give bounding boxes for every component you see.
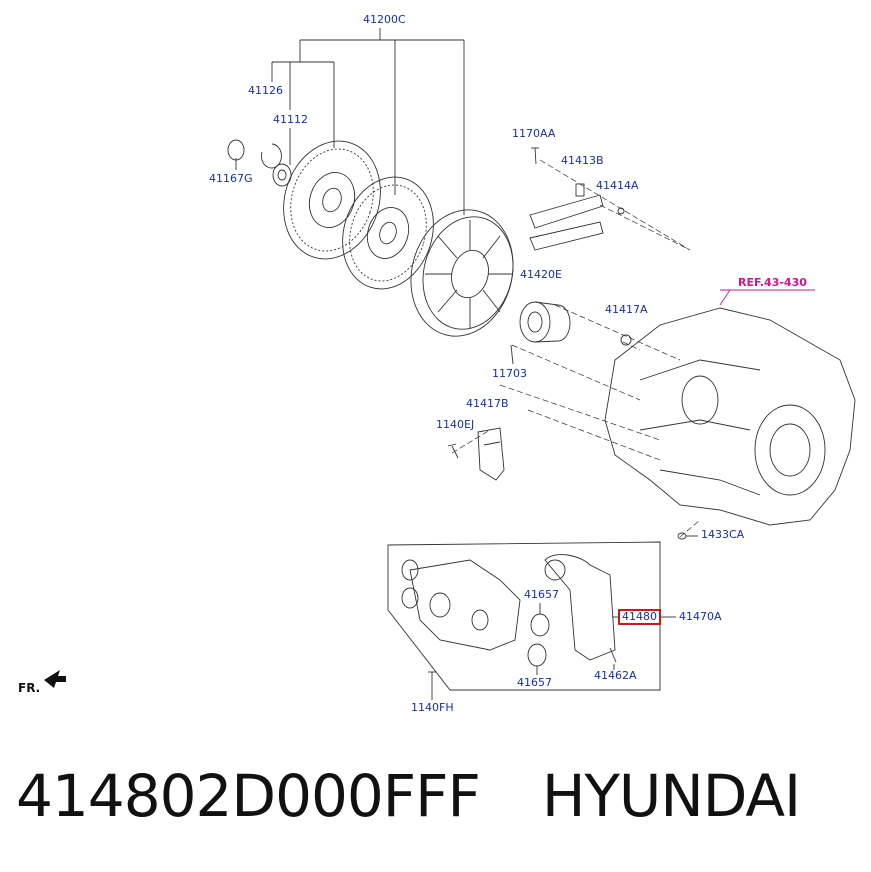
callout-41126: 41126 xyxy=(248,84,283,97)
callout-41657-lower: 41657 xyxy=(517,676,552,689)
hub-41112 xyxy=(272,163,292,187)
callout-1170AA: 1170AA xyxy=(512,127,556,140)
o-ring-41657-upper xyxy=(530,613,550,637)
callout-41420E: 41420E xyxy=(520,268,562,281)
clutch-disc-2 xyxy=(342,176,434,290)
actuator-41470A xyxy=(401,554,616,661)
callout-41413B: 41413B xyxy=(561,154,604,167)
part-caption: 414802D000FFF HYUNDAI xyxy=(16,762,801,830)
callout-1140FH: 1140FH xyxy=(411,701,454,714)
callout-41657-upper: 41657 xyxy=(524,588,559,601)
callout-41417A: 41417A xyxy=(605,303,648,316)
callout-41480-highlighted: 41480 xyxy=(618,609,661,625)
subassembly-frame xyxy=(387,541,661,691)
callout-41462A: 41462A xyxy=(594,669,637,682)
leader-41200C xyxy=(235,28,465,215)
callout-41417B: 41417B xyxy=(466,397,509,410)
release-fork-41413B xyxy=(529,183,604,251)
brand-name: HYUNDAI xyxy=(541,762,801,830)
front-arrow-icon xyxy=(44,670,66,688)
release-bearing-41420E xyxy=(519,301,571,343)
callout-41200C: 41200C xyxy=(363,13,406,26)
callout-41470A: 41470A xyxy=(679,610,722,623)
part-number: 414802D000FFF xyxy=(16,762,481,830)
pressure-plate xyxy=(410,209,514,337)
callout-1433CA: 1433CA xyxy=(701,528,745,541)
bracket-41417B xyxy=(477,427,505,481)
callout-ref-43-430: REF.43-430 xyxy=(738,276,807,289)
snap-ring-41167G xyxy=(227,139,245,161)
front-direction-label: FR. xyxy=(18,681,41,695)
callout-41112: 41112 xyxy=(273,113,308,126)
callout-41414A: 41414A xyxy=(596,179,639,192)
callout-41167G: 41167G xyxy=(209,172,253,185)
callout-1140EJ: 1140EJ xyxy=(436,418,475,431)
o-ring-41657-lower xyxy=(527,643,547,667)
clutch-disc-1 xyxy=(283,140,381,260)
transmission-housing xyxy=(604,307,856,526)
callout-11703: 11703 xyxy=(492,367,527,380)
